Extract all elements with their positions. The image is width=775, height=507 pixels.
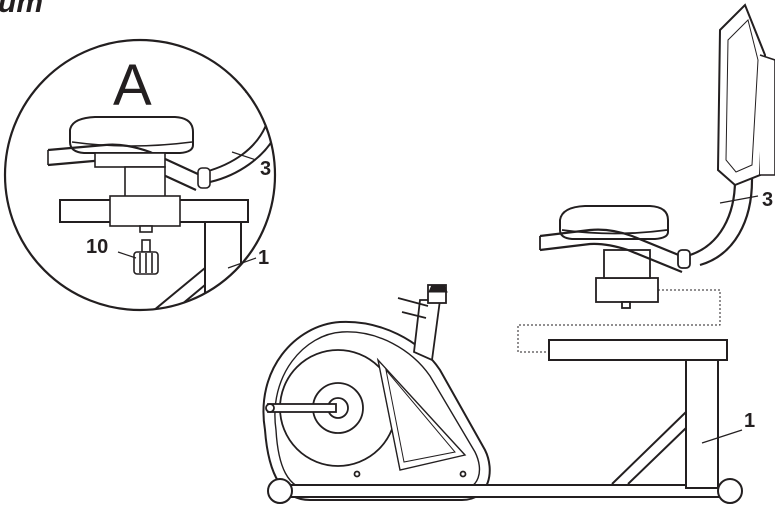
main-label-backrest: 3 [762, 189, 773, 211]
detail-circle [3, 38, 277, 312]
detail-label-knob: 10 [86, 236, 108, 258]
recumbent-bike [262, 3, 775, 504]
detail-letter: A [113, 53, 152, 118]
main-label-frame: 1 [744, 410, 755, 432]
detail-view-a: A 3 10 1 [3, 38, 277, 312]
detail-label-frame: 1 [258, 247, 269, 269]
detail-label-backrest: 3 [260, 158, 271, 180]
header-fragment: um [0, 0, 43, 19]
